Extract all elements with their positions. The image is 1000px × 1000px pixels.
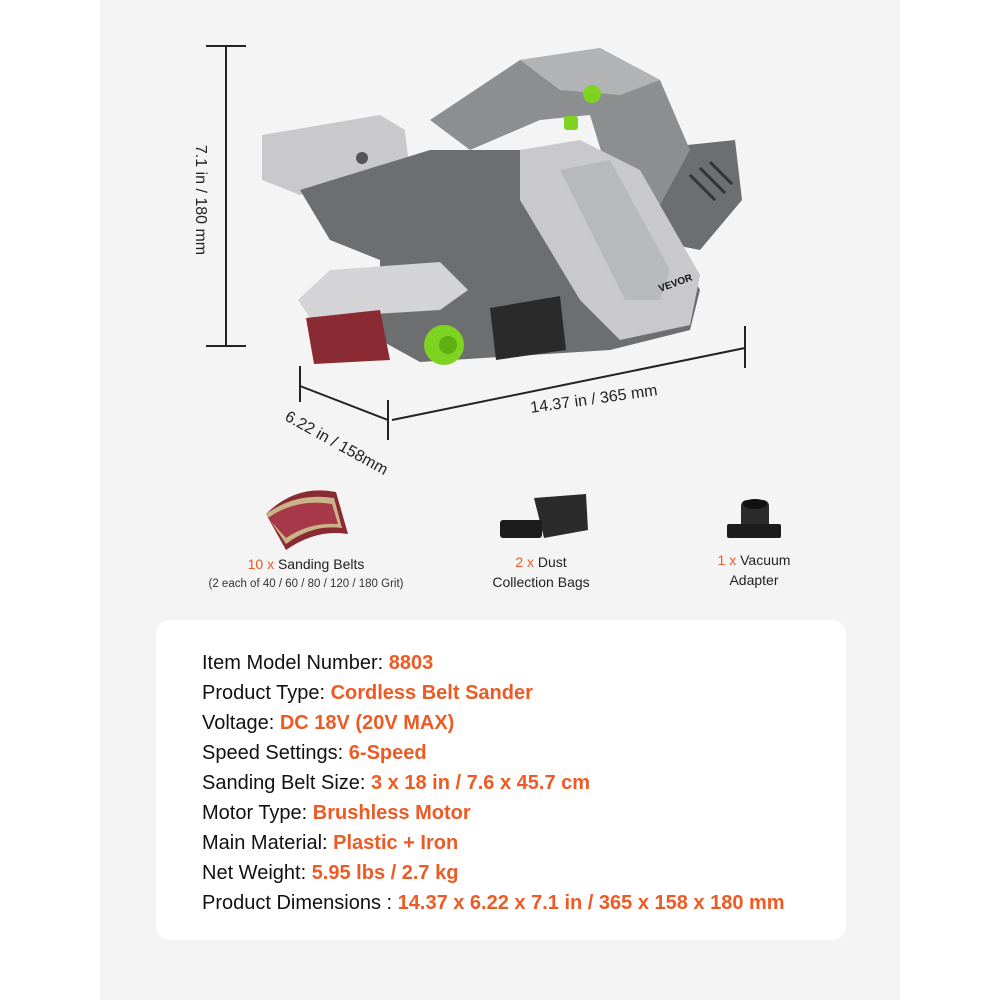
spec-value: DC 18V (20V MAX)	[279, 712, 455, 734]
bags-name: Dust	[537, 554, 567, 570]
spec-value: 8803	[388, 652, 434, 674]
spec-list: Item Model Number: 8803 Product Type: Co…	[202, 648, 785, 918]
spec-value: Brushless Motor	[312, 802, 471, 824]
spec-label: Motor Type:	[202, 802, 313, 824]
tracking-knob-icon	[424, 325, 464, 365]
depth-dimension-line	[299, 366, 389, 440]
front-platen	[298, 262, 468, 318]
bags-name-line2: Collection Bags	[492, 574, 590, 590]
spec-value: 6-Speed	[348, 742, 427, 764]
spec-row-weight: Net Weight: 5.95 lbs / 2.7 kg	[202, 858, 785, 888]
spec-row-type: Product Type: Cordless Belt Sander	[202, 678, 785, 708]
spec-value: Plastic + Iron	[333, 832, 459, 854]
dust-bag-icon	[500, 494, 588, 538]
spec-row-speed: Speed Settings: 6-Speed	[202, 738, 785, 768]
spec-label: Item Model Number:	[202, 652, 389, 674]
belts-qty: 10 x	[247, 556, 275, 572]
sanding-belt	[306, 310, 390, 364]
spec-label: Sanding Belt Size:	[202, 772, 371, 794]
spec-row-material: Main Material: Plastic + Iron	[202, 828, 785, 858]
spec-label: Net Weight:	[202, 862, 312, 884]
length-dimension-line	[391, 326, 746, 421]
spec-row-motor: Motor Type: Brushless Motor	[202, 798, 785, 828]
vacuum-adapter-icon	[727, 499, 781, 538]
height-dimension-label: 7.1 in / 180 mm	[192, 144, 209, 256]
specifications-card: Item Model Number: 8803 Product Type: Co…	[156, 620, 846, 940]
spec-row-belt-size: Sanding Belt Size: 3 x 18 in / 7.6 x 45.…	[202, 768, 785, 798]
spec-row-dimensions: Product Dimensions : 14.37 x 6.22 x 7.1 …	[202, 888, 785, 918]
accessory-sanding-belts: 10 x Sanding Belts (2 each of 40 / 60 / …	[196, 484, 416, 594]
spec-value: 5.95 lbs / 2.7 kg	[311, 862, 459, 884]
adapter-name-line2: Adapter	[729, 572, 779, 588]
bags-qty: 2 x	[515, 554, 534, 570]
sanding-belts-icon	[266, 490, 348, 550]
spec-row-voltage: Voltage: DC 18V (20V MAX)	[202, 708, 785, 738]
spec-row-model: Item Model Number: 8803	[202, 648, 785, 678]
spec-label: Speed Settings:	[202, 742, 349, 764]
spec-label: Main Material:	[202, 832, 334, 854]
accessory-vacuum-adapter: 1 x Vacuum Adapter	[684, 494, 824, 590]
adapter-name: Vacuum	[740, 552, 791, 568]
spec-value: Cordless Belt Sander	[330, 682, 533, 704]
spec-label: Product Dimensions :	[202, 892, 398, 914]
adapter-qty: 1 x	[717, 552, 737, 568]
product-label	[490, 296, 566, 360]
height-dimension-line	[206, 45, 246, 347]
spec-value: 3 x 18 in / 7.6 x 45.7 cm	[371, 772, 591, 794]
belts-name: Sanding Belts	[277, 556, 365, 572]
belts-detail: (2 each of 40 / 60 / 80 / 120 / 180 Grit…	[208, 578, 404, 590]
accessory-dust-bags: 2 x Dust Collection Bags	[461, 490, 621, 592]
spec-label: Product Type:	[202, 682, 331, 704]
power-switch-icon	[583, 85, 601, 103]
spec-value: 14.37 x 6.22 x 7.1 in / 365 x 158 x 180 …	[397, 892, 785, 914]
spec-label: Voltage:	[202, 712, 280, 734]
